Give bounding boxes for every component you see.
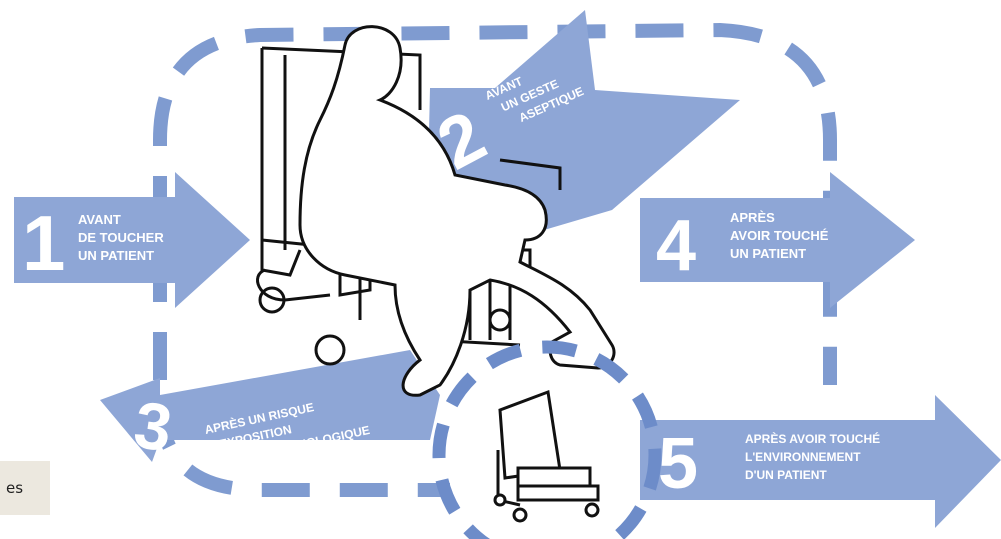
moment-1-number: 1 <box>22 199 65 287</box>
moment-4-line-3: UN PATIENT <box>730 246 806 261</box>
moment-5-line-3: D'UN PATIENT <box>745 468 827 482</box>
moment-5-number: 5 <box>658 424 698 504</box>
moment-5-line-2: L'ENVIRONNEMENT <box>745 450 861 464</box>
bedside-chair-illustration <box>495 392 598 521</box>
moment-5-line-1: APRÈS AVOIR TOUCHÉ <box>745 431 880 446</box>
moment-1-line-2: DE TOUCHER <box>78 230 164 245</box>
moment-4-line-2: AVOIR TOUCHÉ <box>730 228 829 243</box>
moment-1-line-1: AVANT <box>78 212 121 227</box>
moment-1-line-3: UN PATIENT <box>78 248 154 263</box>
moment-4-line-1: APRÈS <box>730 210 775 225</box>
corner-note: es <box>0 461 50 515</box>
moment-4-number: 4 <box>656 206 696 286</box>
